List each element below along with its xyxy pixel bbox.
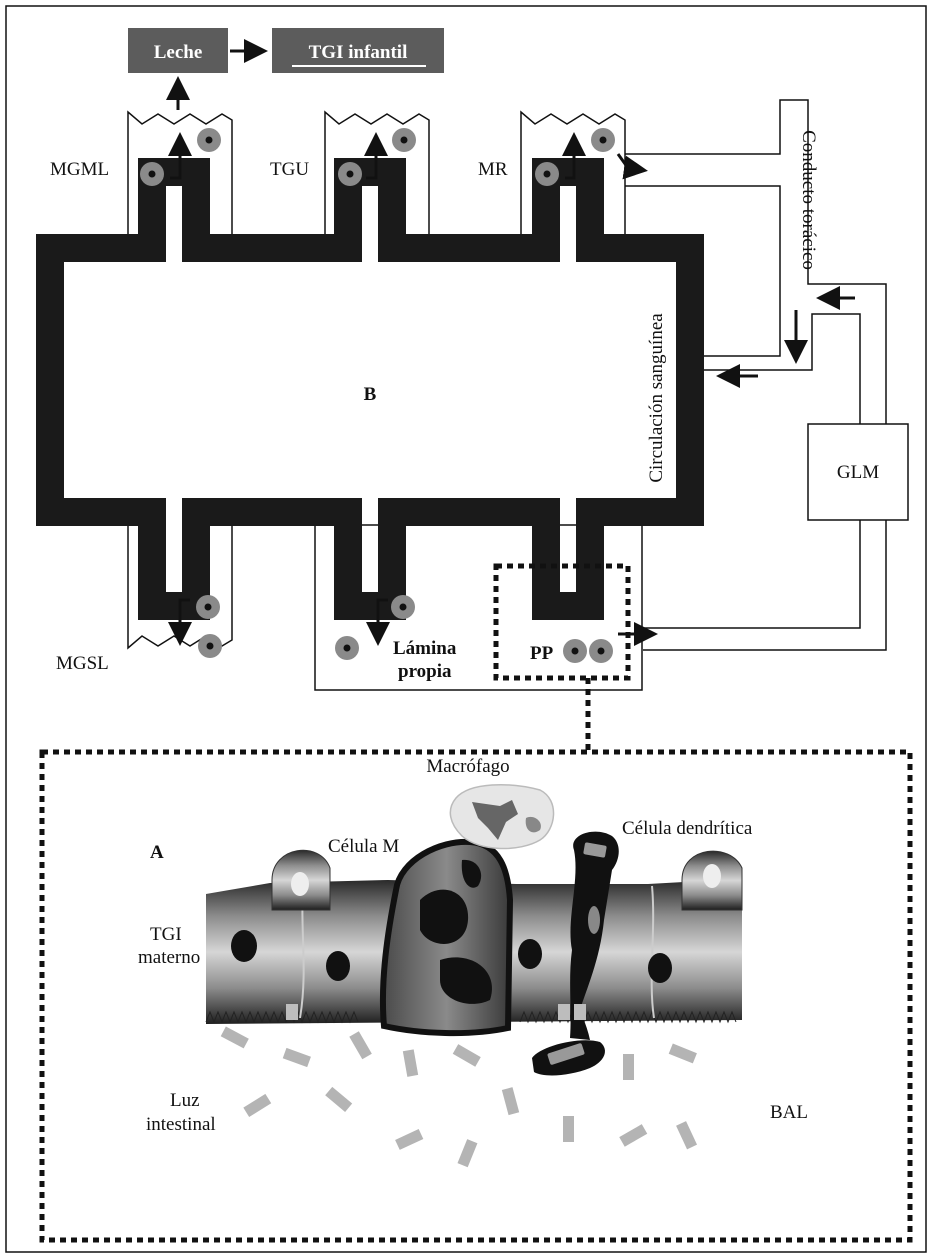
cell	[338, 162, 362, 186]
cell	[196, 595, 220, 619]
bacterium	[619, 1124, 647, 1147]
bal-label: BAL	[770, 1102, 808, 1123]
bacterium	[453, 1044, 481, 1067]
bacterium	[283, 1048, 311, 1067]
bacterium	[395, 1129, 423, 1150]
bacterium	[676, 1121, 697, 1149]
tgi-infantil-box: TGI infantil	[272, 28, 444, 73]
cell	[589, 639, 613, 663]
tgi-materno-label-1: TGI	[150, 924, 182, 945]
mgsl-label: MGSL	[56, 653, 109, 674]
mr-label: MR	[478, 159, 508, 180]
bacterium	[457, 1139, 477, 1167]
m-cell	[383, 842, 510, 1033]
cell	[335, 636, 359, 660]
circulacion-label: Circulación sanguínea	[646, 313, 667, 483]
bacterium	[669, 1043, 697, 1063]
b-label: B	[364, 384, 377, 405]
bacterium	[221, 1026, 249, 1048]
tgi-materno-label-2: materno	[138, 947, 200, 968]
cell	[392, 128, 416, 152]
macrophage	[450, 785, 553, 849]
glm-label: GLM	[837, 462, 879, 483]
epithelial-bulge-left	[272, 850, 330, 910]
cell	[198, 634, 222, 658]
bacterium	[563, 1116, 574, 1142]
bacterium	[403, 1049, 418, 1077]
tgu-label: TGU	[270, 159, 309, 180]
bacteria-group	[221, 1026, 697, 1167]
cell	[197, 128, 221, 152]
bacterium	[623, 1054, 634, 1080]
cell	[591, 128, 615, 152]
bacterium	[502, 1087, 519, 1115]
cell	[563, 639, 587, 663]
luz-label-1: Luz	[170, 1090, 200, 1111]
celula-m-label: Célula M	[328, 836, 399, 857]
lamina-label-1: Lámina	[393, 638, 457, 659]
macrofago-label: Macrófago	[426, 756, 509, 777]
bacterium	[349, 1031, 372, 1059]
epithelial-bulge-right	[682, 851, 742, 910]
bacterium	[243, 1094, 271, 1117]
conducto-label: Conducto torácico	[798, 130, 819, 270]
a-label: A	[150, 842, 164, 863]
cell	[140, 162, 164, 186]
lamina-label-2: propia	[398, 661, 452, 682]
pp-label: PP	[530, 643, 554, 664]
leche-box: Leche	[128, 28, 228, 73]
bacterium	[325, 1087, 352, 1112]
celula-dendritica-label: Célula dendrítica	[622, 818, 753, 839]
svg-text:Leche: Leche	[154, 42, 203, 63]
mgml-label: MGML	[50, 159, 109, 180]
svg-text:TGI infantil: TGI infantil	[309, 42, 408, 63]
cell	[391, 595, 415, 619]
cell	[535, 162, 559, 186]
luz-label-2: intestinal	[146, 1114, 216, 1135]
